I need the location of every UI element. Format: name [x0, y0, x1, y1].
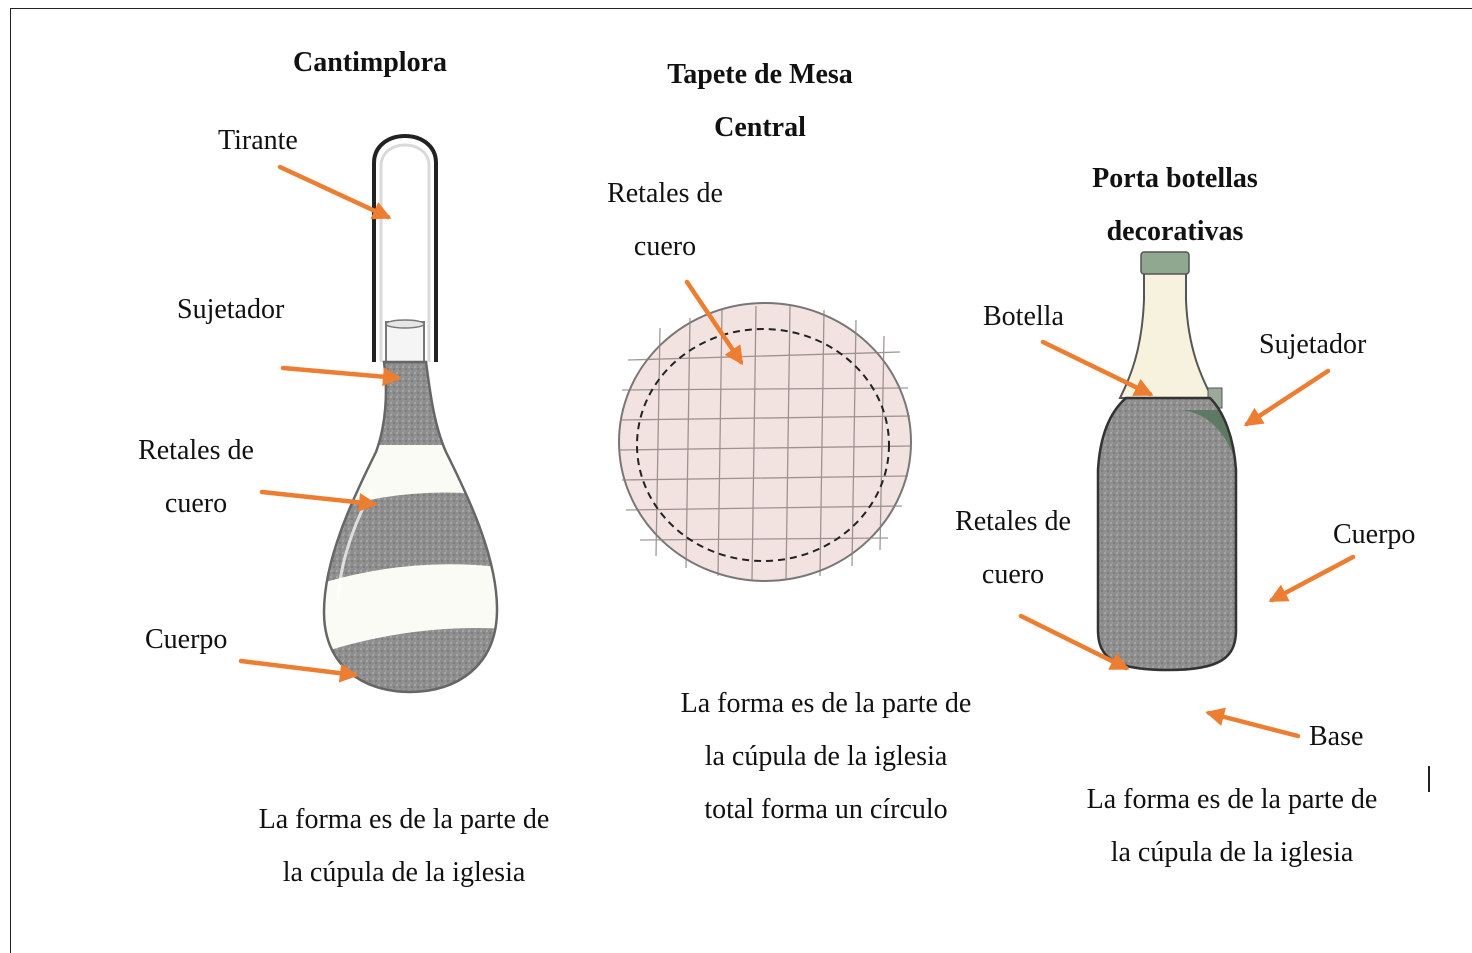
canteen-label-body: Cuerpo — [145, 624, 228, 655]
canteen-label-holder: Sujetador — [177, 294, 285, 325]
bottle-holder-title: Porta botellas decorativas — [1065, 152, 1285, 258]
mat-title: Tapete de Mesa Central — [640, 48, 880, 154]
canteen-caption-line1: La forma es de la parte de — [258, 804, 550, 835]
canteen-illustration — [322, 134, 499, 694]
mat-title-line2: Central — [714, 112, 806, 143]
table-mat-illustration — [618, 302, 912, 582]
bottle — [1118, 267, 1214, 399]
canteen-caption: La forma es de la parte de la cúpula de … — [236, 793, 572, 899]
bottle-holder-illustration — [1096, 251, 1238, 672]
bottle-label-holder: Sujetador — [1259, 329, 1367, 360]
bottle-label-body: Cuerpo — [1333, 519, 1416, 550]
bottle-label-leather: Retales de cuero — [935, 495, 1091, 601]
bottle-holder-title-line2: decorativas — [1106, 216, 1244, 247]
canteen-title: Cantimplora — [293, 47, 447, 78]
figure-frame — [10, 8, 1472, 953]
canteen-strap — [372, 134, 438, 362]
bottle-holder-title-line1: Porta botellas — [1092, 163, 1258, 194]
bottle-caption: La forma es de la parte de la cúpula de … — [1062, 773, 1402, 879]
bottle-caption-line1: La forma es de la parte de — [1086, 784, 1378, 815]
bottle-label-bottle: Botella — [983, 301, 1064, 332]
canteen-caption-line2: la cúpula de la iglesia — [282, 857, 526, 888]
canteen-body — [322, 360, 499, 694]
canteen-label-strap: Tirante — [218, 125, 298, 156]
bottle-label-base: Base — [1309, 721, 1364, 752]
canteen-label-leather-line1: Retales de — [138, 435, 254, 466]
canteen-cap — [385, 321, 425, 365]
bottle-label-leather-line1: Retales de — [955, 506, 1071, 537]
bottle-caption-line2: la cúpula de la iglesia — [1110, 837, 1354, 868]
mat-caption: La forma es de la parte de la cúpula de … — [656, 677, 996, 836]
mat-label-leather: Retales de cuero — [587, 167, 743, 273]
bottle-label-leather-line2: cuero — [981, 559, 1045, 590]
mat-caption-line3: total forma un círculo — [704, 794, 948, 825]
mat-label-leather-line1: Retales de — [607, 178, 723, 209]
canteen-label-leather-line2: cuero — [164, 488, 228, 519]
mat-caption-line1: La forma es de la parte de — [680, 688, 972, 719]
mat-label-leather-line2: cuero — [633, 231, 697, 262]
text-cursor — [1428, 766, 1430, 792]
mat-caption-line2: la cúpula de la iglesia — [704, 741, 948, 772]
mat-title-line1: Tapete de Mesa — [667, 59, 853, 90]
label-arrows — [238, 164, 1356, 739]
canteen-label-leather: Retales de cuero — [118, 424, 274, 530]
